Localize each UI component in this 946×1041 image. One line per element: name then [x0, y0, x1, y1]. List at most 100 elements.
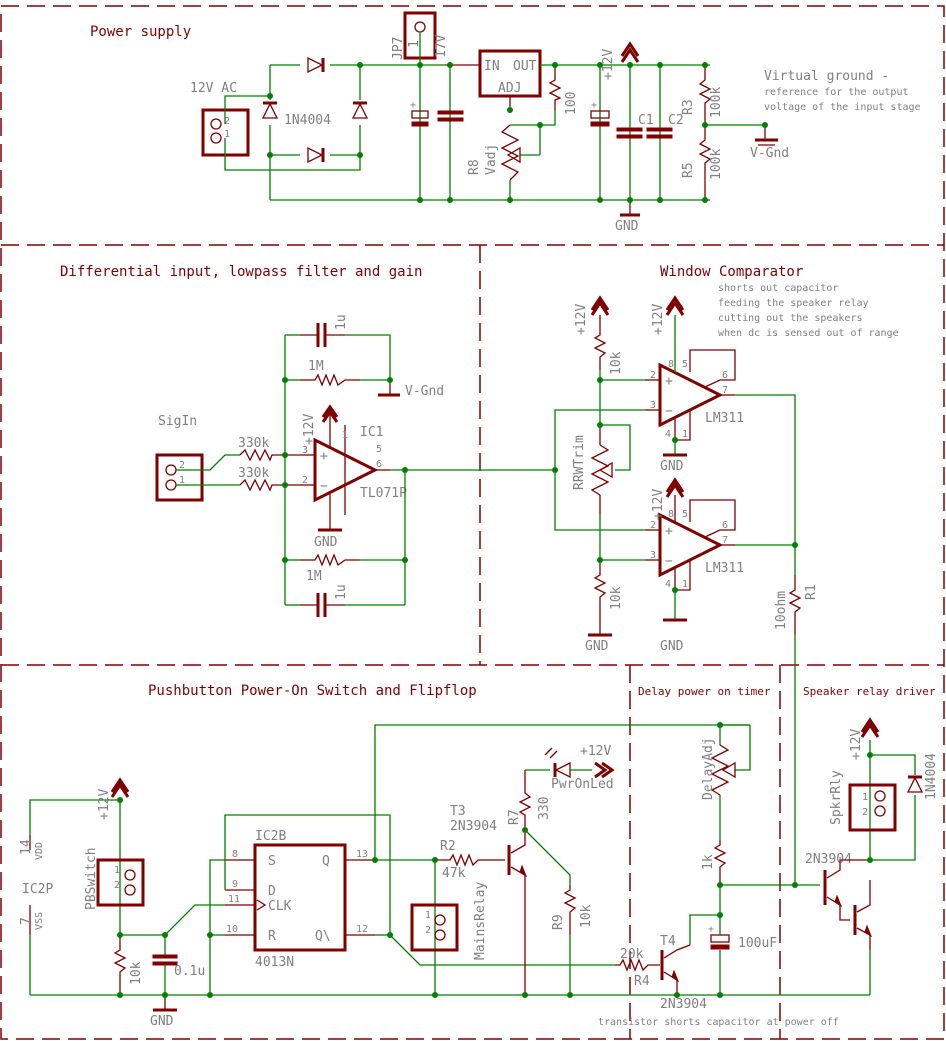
- diode-bridge: [261, 56, 369, 164]
- pbswitch-connector[interactable]: [96, 858, 145, 907]
- svg-text:reference for the output: reference for the output: [764, 87, 909, 98]
- svg-text:6: 6: [722, 520, 728, 531]
- svg-text:13: 13: [356, 849, 368, 860]
- svg-text:1: 1: [407, 40, 422, 48]
- svg-text:10k: 10k: [129, 961, 144, 985]
- svg-text:3: 3: [302, 445, 308, 456]
- svg-text:4: 4: [665, 429, 671, 440]
- svg-text:2: 2: [650, 370, 656, 381]
- svg-text:R1: R1: [804, 584, 819, 600]
- svg-text:330: 330: [537, 797, 552, 820]
- svg-text:R2: R2: [440, 839, 456, 854]
- svg-text:IC2P: IC2P: [22, 882, 53, 897]
- power-supply-section: 12V AC 2 1 1N4004 JP7 1 17V +: [190, 11, 921, 234]
- svg-text:9: 9: [232, 879, 238, 890]
- svg-text:+: +: [665, 374, 673, 389]
- svg-text:330k: 330k: [238, 436, 269, 451]
- svg-text:100: 100: [564, 92, 579, 115]
- svg-text:voltage of the input stage: voltage of the input stage: [764, 102, 921, 113]
- svg-text:2N3904: 2N3904: [660, 997, 707, 1012]
- svg-text:+12V: +12V: [651, 304, 666, 335]
- svg-text:−: −: [320, 479, 328, 494]
- delay-note: transistor shorts capacitor at power off: [598, 1017, 839, 1028]
- svg-text:12: 12: [356, 924, 368, 935]
- section-title-delay: Delay power on timer: [638, 685, 771, 698]
- svg-text:IC1: IC1: [360, 425, 383, 440]
- svg-text:IC2B: IC2B: [255, 829, 286, 844]
- svg-text:14: 14: [19, 839, 34, 855]
- svg-text:8: 8: [668, 359, 674, 370]
- svg-text:47k: 47k: [442, 866, 466, 881]
- section-title-window: Window Comparator: [660, 264, 803, 280]
- svg-text:7: 7: [19, 917, 34, 925]
- svg-text:1M: 1M: [306, 569, 322, 584]
- svg-text:2: 2: [179, 460, 185, 471]
- svg-text:2: 2: [302, 475, 308, 486]
- svg-text:2: 2: [224, 116, 230, 127]
- svg-text:LM311: LM311: [705, 561, 744, 576]
- svg-text:1: 1: [682, 429, 688, 440]
- svg-text:8: 8: [232, 849, 238, 860]
- svg-text:0.1u: 0.1u: [174, 964, 205, 979]
- speaker-section: +12V 1N4004 12 SpkrRly 2N3904: [792, 717, 939, 995]
- svg-text:R4: R4: [634, 974, 650, 989]
- svg-text:R7: R7: [507, 809, 522, 825]
- svg-text:6: 6: [722, 370, 728, 381]
- flipflop-4013: [253, 843, 347, 952]
- svg-text:D: D: [268, 884, 276, 899]
- svg-text:1: 1: [682, 579, 688, 590]
- svg-text:1: 1: [179, 475, 185, 486]
- svg-text:4013N: 4013N: [255, 955, 294, 970]
- svg-text:V-Gnd: V-Gnd: [405, 384, 444, 399]
- section-frames: [0, 5, 945, 1040]
- svg-text:2N3904: 2N3904: [450, 819, 497, 834]
- svg-text:+: +: [708, 924, 714, 935]
- svg-text:+: +: [320, 449, 328, 464]
- svg-text:1: 1: [425, 910, 431, 921]
- svg-text:7: 7: [722, 385, 728, 396]
- svg-text:GND: GND: [150, 1014, 174, 1029]
- svg-text:SpkrRly: SpkrRly: [829, 770, 844, 825]
- svg-text:1M: 1M: [308, 359, 324, 374]
- svg-text:+12V: +12V: [574, 304, 589, 335]
- sigin-connector: [155, 453, 204, 502]
- svg-text:PwrOnLed: PwrOnLed: [551, 777, 614, 792]
- svg-text:Q: Q: [322, 854, 330, 869]
- svg-text:3: 3: [650, 400, 656, 411]
- svg-text:5: 5: [376, 444, 382, 455]
- svg-text:+: +: [410, 100, 416, 111]
- svg-text:3: 3: [650, 550, 656, 561]
- svg-text:1: 1: [342, 430, 348, 441]
- svg-text:1: 1: [224, 129, 230, 140]
- speaker-relay-connector: [848, 783, 897, 832]
- svg-text:17V: 17V: [434, 34, 449, 58]
- svg-text:−: −: [665, 554, 673, 569]
- svg-text:GND: GND: [615, 219, 639, 234]
- diode-label: 1N4004: [284, 113, 331, 128]
- section-title-pushbutton: Pushbutton Power-On Switch and Flipflop: [148, 683, 477, 699]
- svg-text:10k: 10k: [579, 904, 594, 928]
- svg-text:5: 5: [682, 359, 688, 370]
- svg-text:6: 6: [376, 459, 382, 470]
- svg-text:1: 1: [862, 792, 868, 803]
- svg-text:GND: GND: [660, 639, 684, 654]
- svg-text:R9: R9: [551, 914, 566, 930]
- svg-text:+: +: [591, 100, 597, 111]
- svg-text:shorts out capacitor: shorts out capacitor: [718, 283, 838, 294]
- svg-text:100uF: 100uF: [738, 936, 777, 951]
- svg-text:10k: 10k: [609, 586, 624, 610]
- svg-text:RRWTrim: RRWTrim: [572, 435, 587, 490]
- svg-text:OUT: OUT: [513, 59, 537, 74]
- svg-text:20k: 20k: [620, 947, 644, 962]
- svg-text:VDD: VDD: [34, 842, 45, 860]
- ac-input-label: 12V AC: [190, 81, 237, 96]
- svg-text:JP7: JP7: [391, 37, 406, 60]
- svg-text:−: −: [665, 404, 673, 419]
- mains-relay-connector: [410, 903, 459, 952]
- sigin-label: SigIn: [158, 414, 197, 429]
- svg-text:TL071P: TL071P: [360, 486, 407, 501]
- svg-text:1u: 1u: [334, 584, 349, 600]
- svg-text:2: 2: [650, 520, 656, 531]
- section-title-speaker: Speaker relay driver: [803, 685, 936, 698]
- svg-text:cutting out the speakers: cutting out the speakers: [718, 313, 863, 324]
